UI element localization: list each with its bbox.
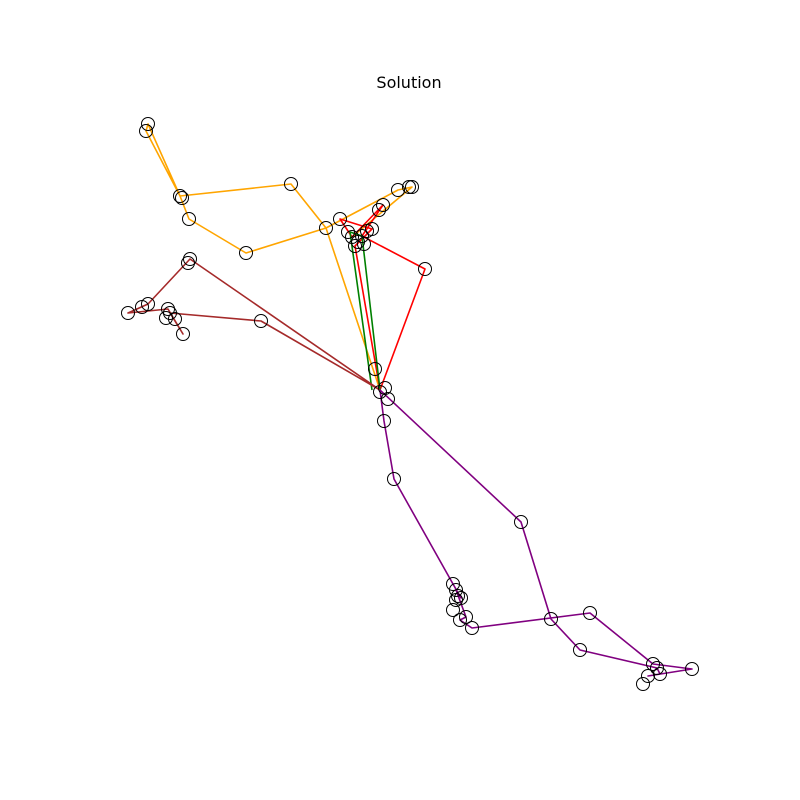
node-point-1 [141,117,155,131]
node-point-51 [544,612,558,626]
route-line-4 [127,258,381,391]
node-point-54 [646,657,660,671]
node-point-15 [357,237,371,251]
node-point-28 [121,306,135,320]
node-point-49 [453,613,467,627]
node-point-53 [573,643,587,657]
node-point-50 [465,621,479,635]
node-point-23 [418,262,432,276]
node-point-39 [377,414,391,428]
node-point-34 [254,314,268,328]
node-point-4 [175,191,189,205]
node-point-47 [446,603,460,617]
node-point-37 [373,385,387,399]
node-point-59 [685,662,699,676]
node-point-25 [181,256,195,270]
node-point-6 [284,177,298,191]
node-point-46 [449,593,463,607]
node-point-56 [653,667,667,681]
node-point-57 [641,669,655,683]
node-point-22 [405,180,419,194]
node-point-3 [173,189,187,203]
node-point-5 [182,212,196,226]
route-nodes [121,117,699,691]
chart-title: Solution [376,73,441,92]
node-point-40 [387,472,401,486]
route-line-1 [145,123,413,391]
node-point-7 [239,246,253,260]
node-point-10 [341,225,355,239]
node-point-32 [168,312,182,326]
node-point-20 [391,183,405,197]
node-point-35 [368,362,382,376]
node-point-36 [378,381,392,395]
node-point-33 [176,327,190,341]
node-point-8 [319,221,333,235]
node-point-41 [514,515,528,529]
node-point-38 [381,392,395,406]
node-point-2 [139,124,153,138]
node-point-18 [372,203,386,217]
node-point-52 [583,606,597,620]
node-point-17 [365,222,379,236]
node-point-9 [333,212,347,226]
node-point-27 [135,300,149,314]
node-point-31 [159,311,173,325]
node-point-14 [355,229,369,243]
node-point-21 [402,180,416,194]
node-point-43 [449,583,463,597]
node-point-12 [348,239,362,253]
node-point-19 [376,198,390,212]
node-point-58 [636,677,650,691]
